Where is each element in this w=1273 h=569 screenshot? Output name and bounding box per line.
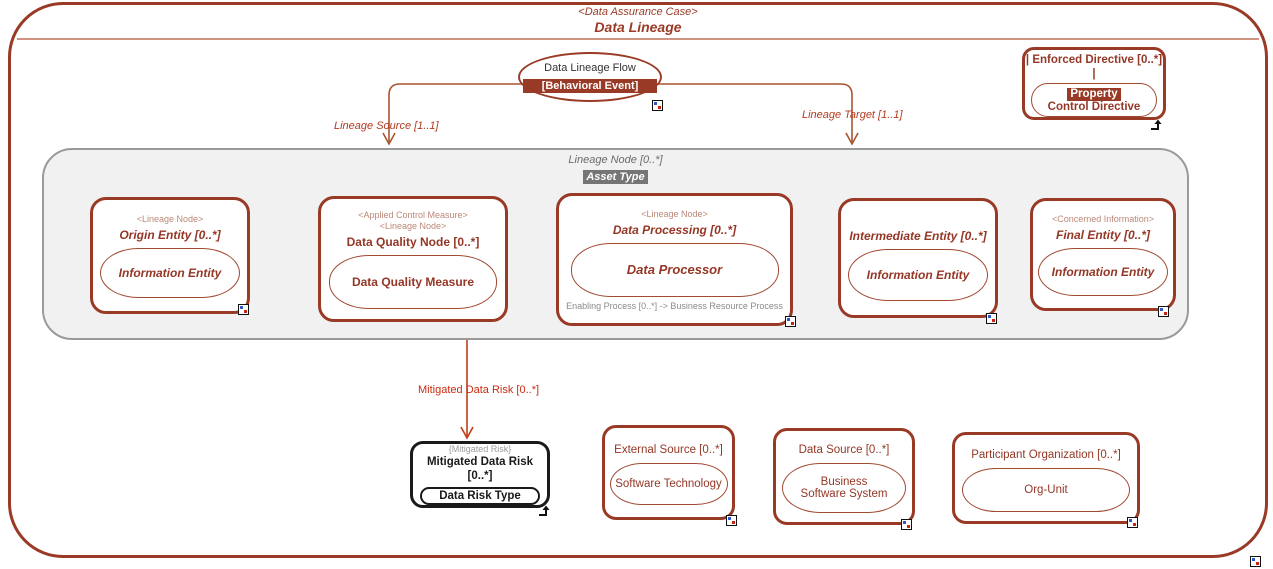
data-processing-footnote: Enabling Process [0..*] -> Business Reso… [566,300,783,311]
data-processing-stereotype: <Lineage Node> [641,208,708,219]
software-technology-pill[interactable]: Software Technology [609,463,728,505]
property-badge: Property [1067,87,1121,101]
asset-type-badge: Asset Type [583,170,648,184]
lineage-source-label[interactable]: Lineage Source [1..1] [334,120,439,132]
data-quality-measure-pill[interactable]: Data Quality Measure [329,254,497,309]
data-processing-title: Data Processing [0..*] [612,222,737,237]
data-quality-stereotype-2: <Lineage Node> [379,220,447,231]
mitigated-risk-title: Mitigated Data Risk [0..*] [426,456,534,482]
data-source-title: Data Source [0..*] [798,444,890,456]
event-label: Data Lineage Flow [544,62,636,74]
final-entity-title: Final Entity [0..*] [1055,227,1150,242]
mitigated-risk-stereotype: {Mitigated Risk} [448,444,512,454]
frame-header: <Data Assurance Case> Data Lineage [11,6,1265,35]
lineage-container-header: Lineage Node [0..*] Asset Type [44,154,1187,185]
external-source-title: External Source [0..*] [614,444,723,456]
enforced-directive-link-icon[interactable] [1150,119,1164,131]
data-source-node[interactable]: Data Source [0..*] Business Software Sys… [773,428,915,525]
participant-organization-diagram-indicator-icon[interactable] [1127,517,1138,528]
data-quality-stereotype-1: <Applied Control Measure> [358,209,468,220]
behavioral-event-badge: [Behavioral Event] [523,79,657,93]
control-directive-pill[interactable]: Property Control Directive [1031,83,1157,117]
data-source-diagram-indicator-icon[interactable] [901,519,912,530]
data-risk-type-pill[interactable]: Data Risk Type [420,487,540,505]
control-directive-label: Control Directive [1047,100,1141,113]
intermediate-entity-title: Intermediate Entity [0..*] [849,229,987,243]
enforced-directive-node[interactable]: | Enforced Directive [0..*] | Property C… [1022,47,1166,120]
lineage-container-title: Lineage Node [0..*] [568,154,663,166]
origin-information-entity-pill[interactable]: Information Entity [100,247,240,298]
mitigated-risk-label[interactable]: Mitigated Data Risk [0..*] [418,384,540,396]
data-processing-diagram-indicator-icon[interactable] [785,316,796,327]
intermediate-entity-node[interactable]: Intermediate Entity [0..*] Information E… [838,198,998,318]
intermediate-information-entity-pill[interactable]: Information Entity [848,249,988,301]
lineage-target-label[interactable]: Lineage Target [1..1] [802,109,903,121]
data-quality-title: Data Quality Node [0..*] [346,234,480,249]
participant-organization-title: Participant Organization [0..*] [971,448,1121,461]
origin-entity-diagram-indicator-icon[interactable] [238,304,249,315]
external-source-node[interactable]: External Source [0..*] Software Technolo… [602,425,735,520]
data-processing-node[interactable]: <Lineage Node> Data Processing [0..*] Da… [556,193,793,326]
intermediate-entity-diagram-indicator-icon[interactable] [986,313,997,324]
final-entity-diagram-indicator-icon[interactable] [1158,306,1169,317]
frame-diagram-indicator-icon[interactable] [1250,556,1261,567]
mitigated-risk-link-icon[interactable] [538,505,552,517]
frame-stereotype: <Data Assurance Case> [578,6,698,18]
final-information-entity-pill[interactable]: Information Entity [1038,247,1168,296]
org-unit-pill[interactable]: Org-Unit [962,467,1130,512]
data-processor-pill[interactable]: Data Processor [570,242,779,297]
mitigated-data-risk-node[interactable]: {Mitigated Risk} Mitigated Data Risk [0.… [410,441,550,508]
data-quality-node[interactable]: <Applied Control Measure> <Lineage Node>… [318,196,508,322]
enforced-directive-title: | Enforced Directive [0..*] | [1025,54,1163,80]
final-entity-node[interactable]: <Concerned Information> Final Entity [0.… [1030,198,1176,311]
participant-organization-node[interactable]: Participant Organization [0..*] Org-Unit [952,432,1140,524]
data-lineage-flow-event[interactable]: Data Lineage Flow [Behavioral Event] [518,52,662,102]
external-source-diagram-indicator-icon[interactable] [726,515,737,526]
event-diagram-indicator-icon[interactable] [652,100,663,111]
origin-entity-title: Origin Entity [0..*] [119,227,221,242]
origin-entity-stereotype: <Lineage Node> [136,213,204,224]
page-title: Data Lineage [594,19,682,35]
final-entity-stereotype: <Concerned Information> [1051,213,1155,224]
frame-title-separator [17,38,1259,40]
business-software-system-pill[interactable]: Business Software System [782,463,906,513]
origin-entity-node[interactable]: <Lineage Node> Origin Entity [0..*] Info… [90,197,250,314]
